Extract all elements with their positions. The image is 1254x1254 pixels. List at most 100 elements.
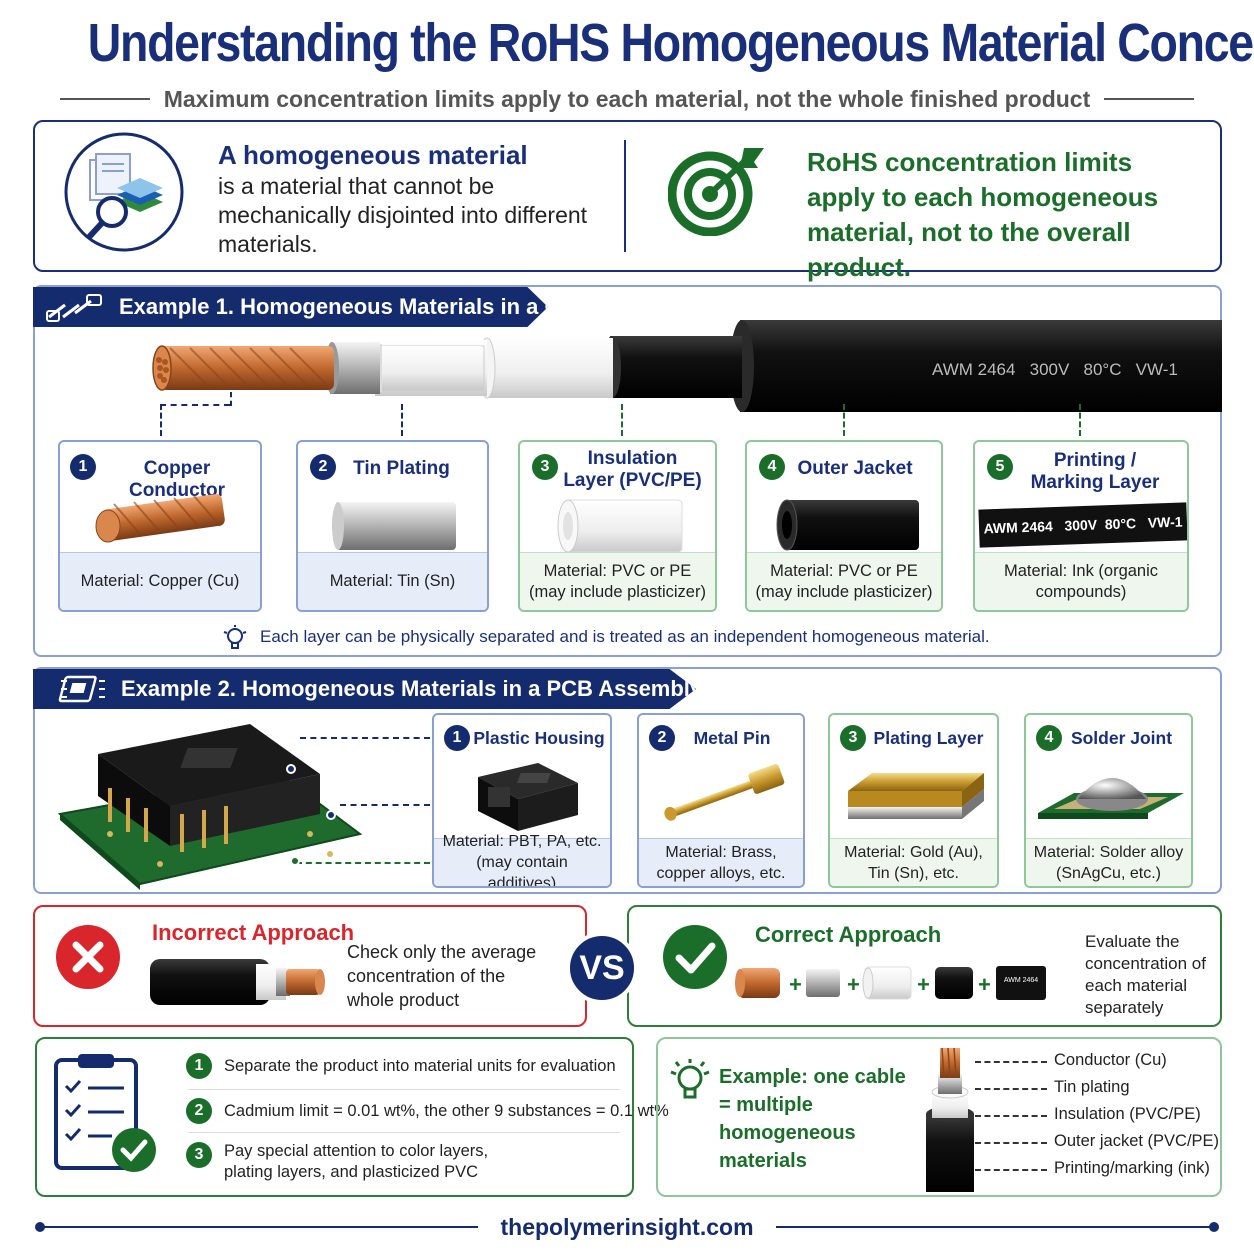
card-number: 3 — [840, 725, 866, 751]
pcb-dot-1 — [286, 764, 296, 774]
example1-panel — [33, 285, 1222, 657]
card-number: 2 — [310, 454, 336, 480]
cable-example-title: Example: one cable = multiple homogeneou… — [719, 1066, 906, 1172]
correct-approach-title: Correct Approach — [755, 922, 942, 947]
card-title: Tin Plating — [353, 458, 450, 479]
connector-1 — [160, 404, 162, 436]
step-divider — [188, 1089, 620, 1090]
step-text: Cadmium limit = 0.01 wt%, the other 9 su… — [224, 1102, 669, 1120]
svg-text:+: + — [789, 972, 802, 997]
card-number: 1 — [444, 725, 470, 751]
vs-badge: VS — [566, 932, 638, 1004]
card-material: Material: PBT, PA, etc. (may contain add… — [434, 833, 610, 886]
card-plating-layer: 3 Plating Layer Material: Gold (Au), Tin… — [828, 713, 999, 888]
leader-line — [975, 1061, 1047, 1063]
document-magnifier-icon — [64, 132, 184, 252]
card-title: Plastic Housing — [473, 728, 605, 748]
connector-2 — [401, 404, 403, 436]
card-material: Material: Brass, copper alloys, etc. — [639, 838, 803, 886]
card-title: Printing / Marking Layer — [1030, 450, 1160, 493]
target-arrow-icon — [668, 148, 764, 236]
pcb-dot-2 — [326, 810, 336, 820]
card-printing-layer: 5 Printing / Marking Layer AWM 2464 300V… — [973, 440, 1189, 612]
evaluation-steps-panel — [35, 1037, 634, 1197]
connector-3 — [621, 404, 623, 436]
definition-term: A homogeneous material — [218, 140, 528, 170]
card-solder-joint: 4 Solder Joint Material: Solder alloy (S… — [1024, 713, 1193, 888]
black-tube-image — [776, 499, 919, 551]
mini-print-text: AWM 2464 — [1003, 977, 1039, 984]
card-material: Material: Ink (organic compounds) — [975, 552, 1187, 610]
cable-printed-jacket — [740, 320, 1222, 412]
connector-1-h — [160, 404, 230, 406]
card-material: Material: Gold (Au), Tin (Sn), etc. — [830, 838, 997, 886]
cable-label-jacket: Outer jacket (PVC/PE) — [1054, 1132, 1220, 1150]
card-title: Insulation Layer (PVC/PE) — [563, 448, 702, 491]
card-outer-jacket: 4 Outer Jacket Material: PVC or PE (may … — [745, 440, 943, 612]
definition-panel — [33, 120, 1222, 272]
connector-1-v — [230, 392, 232, 406]
step-number: 2 — [186, 1098, 212, 1124]
example2-panel — [33, 667, 1222, 894]
card-title: Plating Layer — [873, 728, 984, 748]
pcb-connector-line-1 — [300, 737, 430, 739]
card-copper-conductor: 1 Copper Conductor Material: Copper (Cu) — [58, 440, 262, 612]
cable-example-panel — [656, 1037, 1222, 1197]
incorrect-approach-text: Check only the average concentration of … — [347, 942, 537, 1010]
card-title: Solder Joint — [1070, 728, 1173, 748]
card-number: 4 — [759, 454, 785, 480]
pcb-connector-line-3 — [296, 862, 430, 864]
pcb-connector-line-2 — [340, 804, 430, 806]
copper-strand-image — [95, 494, 225, 543]
card-plastic-housing: 1 Plastic Housing Material: PBT, PA, etc… — [432, 713, 612, 888]
lightbulb-icon — [223, 625, 247, 649]
example1-header: Example 1. Homogeneous Materials in a Ca… — [33, 287, 548, 327]
subtitle-row: Maximum concentration limits apply to ea… — [60, 84, 1194, 114]
separated-layers-image: + + + + — [735, 966, 1046, 1000]
connector-4 — [843, 404, 845, 436]
metal-pin-image — [664, 763, 785, 821]
cable-label-printing: Printing/marking (ink) — [1054, 1159, 1210, 1177]
cable-insulation — [485, 338, 613, 398]
white-tube-image — [557, 499, 683, 553]
plastic-housing-image — [478, 763, 578, 831]
card-material: Material: Copper (Cu) — [60, 552, 260, 610]
page-title: Understanding the RoHS Homogeneous Mater… — [87, 13, 1254, 73]
pcb-connector-illustration — [57, 724, 363, 890]
svg-text:+: + — [847, 972, 860, 997]
card-number: 3 — [532, 454, 558, 480]
example1-title: Example 1. Homogeneous Materials in a Ca… — [119, 294, 605, 319]
card-title: Copper Conductor — [128, 458, 226, 501]
tin-cylinder-image — [332, 502, 456, 550]
definition-divider — [624, 140, 626, 252]
card-tin-plating: 2 Tin Plating Material: Tin (Sn) — [296, 440, 489, 612]
cable-copper-strands — [152, 345, 334, 391]
step-number: 3 — [186, 1142, 212, 1168]
lightbulb-icon — [670, 1059, 710, 1099]
card-number: 1 — [70, 454, 96, 480]
marking-strip: AWM 2464 300V 80°C VW-1 — [978, 502, 1187, 548]
example1-note: Each layer can be physically separated a… — [260, 627, 990, 646]
card-insulation-layer: 3 Insulation Layer (PVC/PE) Material: PV… — [518, 440, 717, 612]
step-divider — [188, 1132, 620, 1133]
card-title: Metal Pin — [693, 728, 771, 748]
footer-line-left — [35, 1222, 479, 1232]
incorrect-cable-image — [150, 959, 325, 1005]
example2-title: Example 2. Homogeneous Materials in a PC… — [121, 676, 831, 701]
footer-site: thepolymerinsight.com — [500, 1213, 754, 1240]
cable-cross-section-image — [926, 1047, 974, 1192]
leader-line — [975, 1115, 1047, 1117]
step-text: Separate the product into material units… — [224, 1057, 616, 1075]
step-number: 1 — [186, 1053, 212, 1079]
page-subtitle: Maximum concentration limits apply to ea… — [163, 85, 1091, 112]
chip-icon — [58, 675, 105, 703]
leader-line — [975, 1142, 1047, 1144]
step-text: Pay special attention to color layers, p… — [224, 1142, 489, 1181]
card-material: Material: PVC or PE (may include plastic… — [747, 552, 941, 610]
card-number: 5 — [987, 454, 1013, 480]
cable-print-text: AWM 2464 300V 80°C VW-1 — [932, 360, 1178, 379]
pcb-dot-3 — [290, 856, 300, 866]
cable-icon — [46, 294, 102, 322]
connector-5 — [1079, 404, 1081, 436]
definition-text: is a material that cannot be mechanicall… — [218, 173, 588, 257]
